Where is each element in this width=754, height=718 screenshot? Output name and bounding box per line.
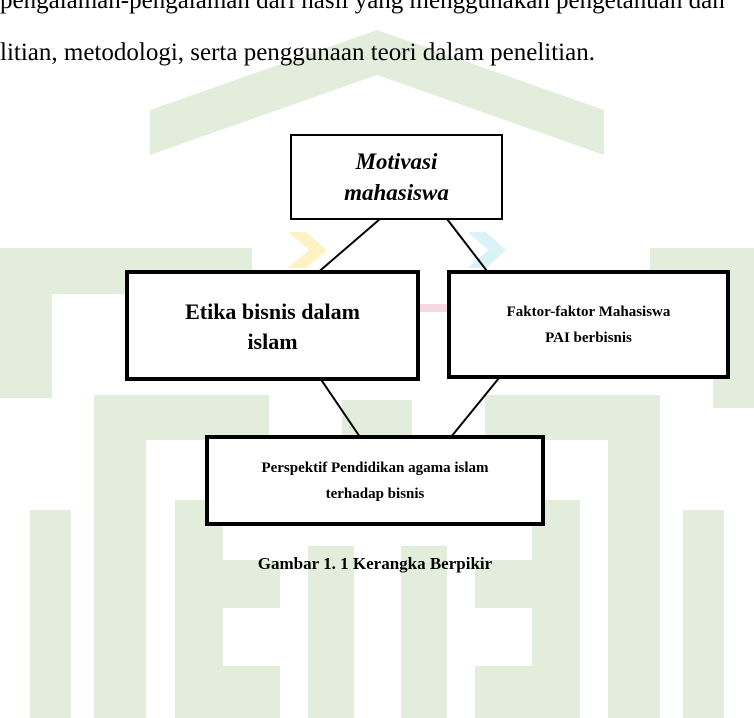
faktor-mahasiswa-text: Faktor-faktor Mahasiswa PAI berbisnis (507, 299, 671, 351)
motivasi-line-1: Motivasi (355, 149, 438, 174)
perspektif-pendidikan-text: Perspektif Pendidikan agama islam terhad… (261, 455, 488, 507)
connector-motivasi-faktor (446, 218, 491, 276)
etika-line-2: islam (247, 328, 298, 354)
perspektif-pendidikan-box: Perspektif Pendidikan agama islam terhad… (205, 435, 545, 526)
faktor-line-1: Faktor-faktor Mahasiswa (506, 303, 671, 320)
motivasi-mahasiswa-text: Motivasi mahasiswa (344, 146, 449, 208)
etika-line-1: Etika bisnis dalam (185, 298, 360, 324)
etika-bisnis-box: Etika bisnis dalam islam (125, 270, 420, 381)
faktor-line-2: PAI berbisnis (545, 329, 632, 346)
connector-motivasi-etika (314, 218, 381, 276)
connector-etika-perspektif (319, 377, 361, 438)
motivasi-line-2: mahasiswa (344, 180, 449, 205)
motivasi-mahasiswa-box: Motivasi mahasiswa (290, 134, 503, 220)
top-paragraph-line-2: litian, metodologi, serta penggunaan teo… (0, 39, 595, 66)
perspektif-line-1: Perspektif Pendidikan agama islam (261, 459, 489, 476)
faktor-mahasiswa-box: Faktor-faktor Mahasiswa PAI berbisnis (447, 270, 730, 379)
connector-faktor-perspektif (450, 377, 500, 438)
top-paragraph-line-1: pengalaman-pengalaman dari hasil yang me… (0, 0, 725, 14)
figure-caption: Gambar 1. 1 Kerangka Berpikir (257, 554, 493, 573)
etika-bisnis-text: Etika bisnis dalam islam (185, 297, 360, 357)
perspektif-line-2: terhadap bisnis (325, 485, 425, 502)
